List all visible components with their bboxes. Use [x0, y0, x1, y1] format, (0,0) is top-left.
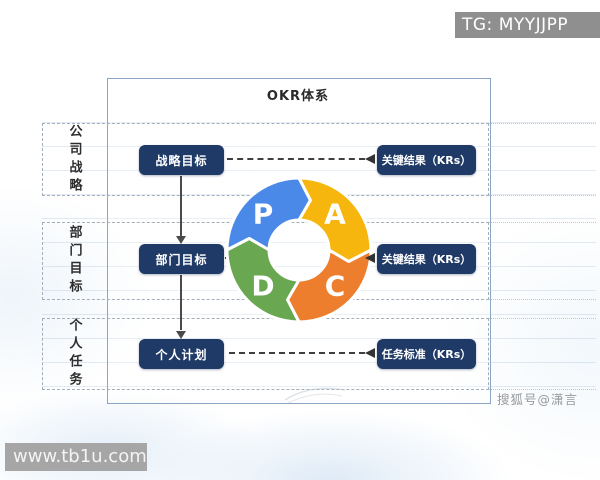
arrowhead-left-icon: [365, 348, 375, 358]
node-strategic-goal: 战略目标: [139, 145, 224, 175]
tg-watermark-banner: TG: MYYJJPP: [455, 12, 600, 38]
pdca-letter-p: P: [253, 198, 274, 231]
ruled-line: [489, 222, 596, 223]
side-label-department-goal: 部门目标: [66, 225, 82, 297]
side-label-company-strategy: 公司战略: [66, 123, 82, 196]
ruled-line: [489, 389, 596, 390]
faint-watermark-icon: [284, 387, 346, 404]
arrowhead-left-icon: [365, 253, 375, 263]
row-personal-task: [42, 318, 489, 390]
arrowhead-left-icon: [365, 154, 375, 164]
node-key-results-2: 关键结果（KRs）: [377, 244, 476, 274]
ruled-line: [489, 123, 596, 124]
pdca-cycle-icon: P A C D: [225, 176, 373, 324]
node-key-results-1: 关键结果（KRs）: [377, 145, 476, 175]
pdca-letter-c: C: [325, 270, 346, 303]
ruled-line: [489, 195, 596, 196]
pdca-letter-a: A: [324, 198, 346, 231]
ruled-line: [489, 318, 596, 319]
node-task-standard: 任务标准（KRs）: [377, 339, 476, 369]
ruled-line: [489, 299, 596, 300]
pdca-letter-d: D: [251, 270, 274, 303]
arrow-strategy-to-department: [180, 176, 182, 236]
arrowhead-down-icon: [176, 236, 186, 244]
connector-row3: [229, 352, 365, 354]
sohu-watermark: 搜狐号@潇言: [497, 392, 579, 407]
connector-row1: [227, 158, 365, 160]
arrowhead-down-icon: [176, 331, 186, 339]
diagram-title: OKR体系: [266, 89, 330, 104]
arrow-department-to-personal: [180, 275, 182, 330]
site-watermark-banner: www.tb1u.com: [5, 443, 147, 471]
node-department-goal: 部门目标: [139, 244, 224, 274]
node-personal-plan: 个人计划: [139, 339, 224, 369]
side-label-personal-task: 个人任务: [66, 318, 82, 390]
pdca-segment-d: [225, 237, 301, 324]
